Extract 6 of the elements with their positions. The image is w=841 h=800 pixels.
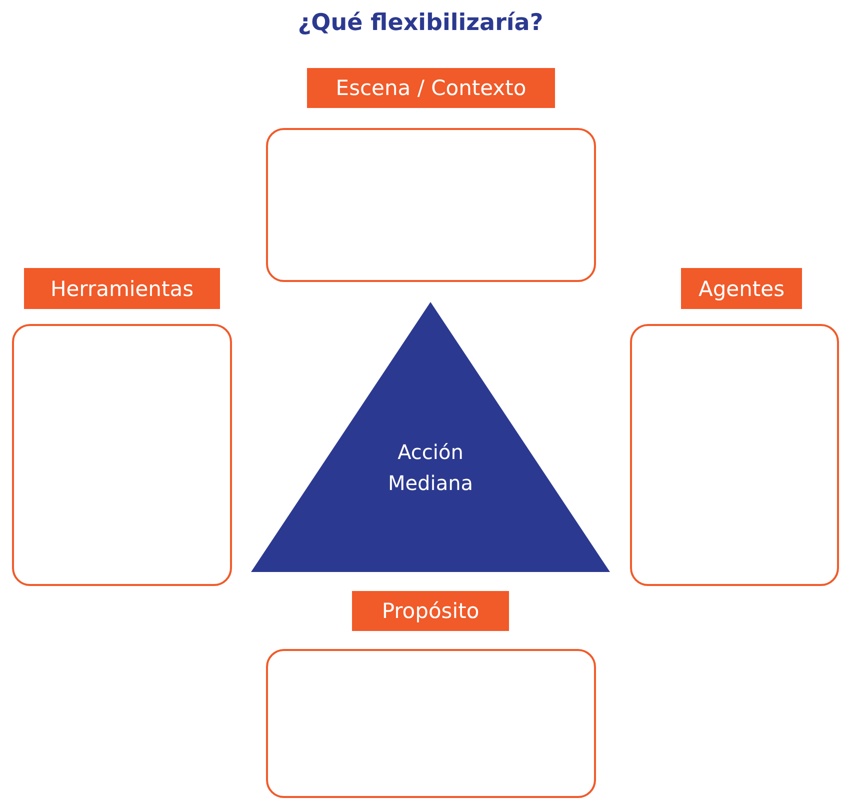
section-label: Propósito (352, 591, 509, 631)
section-label: Escena / Contexto (307, 68, 555, 108)
section-label: Herramientas (24, 268, 220, 309)
center-label: Acción Mediana (387, 439, 474, 497)
section-label: Agentes (681, 268, 802, 309)
title: ¿Qué flexibilizaría? (296, 10, 544, 36)
